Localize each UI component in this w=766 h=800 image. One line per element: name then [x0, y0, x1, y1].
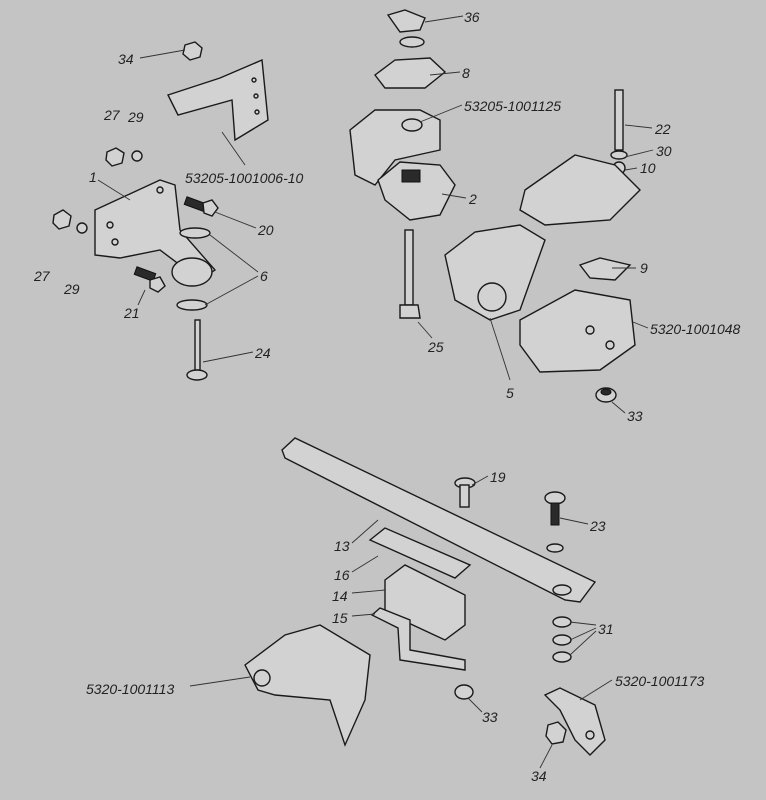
- clamp-5: [444, 224, 546, 321]
- bolt-24: [186, 319, 208, 381]
- label-34: 34: [118, 51, 134, 67]
- label-33: 33: [627, 408, 643, 424]
- cushion-2: [377, 161, 456, 221]
- label-34-lower: 34: [531, 768, 547, 784]
- label-5320-1001048: 5320-1001048: [650, 321, 741, 337]
- label-29: 29: [127, 109, 144, 125]
- label-1: 1: [89, 169, 97, 185]
- cap-8: [374, 57, 447, 89]
- label-31: 31: [598, 621, 614, 637]
- bolt-25: [399, 229, 421, 319]
- bracket-15: [370, 607, 466, 671]
- nut-33-upper: [595, 387, 617, 403]
- bracket-5320-1001173: [543, 687, 606, 756]
- label-21: 21: [123, 305, 140, 321]
- label-5320-1001113: 5320-1001113: [86, 681, 174, 697]
- shim-9: [578, 257, 632, 281]
- bolt-19: [454, 477, 476, 508]
- label-30: 30: [656, 143, 672, 159]
- label-29-lower: 29: [63, 281, 80, 297]
- label-23: 23: [589, 518, 606, 534]
- label-6: 6: [260, 268, 268, 284]
- label-5: 5: [506, 385, 514, 401]
- label-5320-1001173: 5320-1001173: [615, 673, 704, 689]
- label-10: 10: [640, 160, 656, 176]
- washers-31: [552, 584, 572, 663]
- bracket-53205-1001006-10: [167, 58, 269, 142]
- bolt-20: [183, 196, 219, 217]
- label-36: 36: [464, 9, 480, 25]
- label-20: 20: [257, 222, 274, 238]
- label-22: 22: [654, 121, 671, 137]
- label-27-lower: 27: [33, 268, 51, 284]
- label-13: 13: [334, 538, 350, 554]
- label-8: 8: [462, 65, 470, 81]
- nuts-27-29-upper: [105, 147, 143, 167]
- leader-lines: [97, 15, 654, 769]
- label-24: 24: [254, 345, 271, 361]
- crossmember-13: [281, 437, 597, 603]
- label-33-lower: 33: [482, 709, 498, 725]
- nut-34-lower: [545, 721, 567, 745]
- label-15: 15: [332, 610, 348, 626]
- bracket-5320-1001113: [244, 624, 371, 747]
- cap-10: [519, 154, 641, 226]
- label-53205-1001125: 53205-1001125: [464, 98, 561, 114]
- bolt-23: [544, 491, 566, 553]
- bolt-21: [133, 266, 166, 293]
- label-19: 19: [490, 469, 506, 485]
- label-9: 9: [640, 260, 648, 276]
- nut-33-lower: [454, 684, 474, 700]
- label-16: 16: [334, 567, 350, 583]
- mount-6: [171, 227, 213, 311]
- label-27: 27: [103, 107, 121, 123]
- nut-34-top: [182, 41, 203, 61]
- label-2: 2: [468, 191, 477, 207]
- label-53205-1001006-10: 53205-1001006-10: [185, 170, 304, 186]
- bracket-53205-1001125: [349, 109, 441, 186]
- label-25: 25: [427, 339, 444, 355]
- bracket-5320-1001048: [519, 289, 636, 373]
- label-14: 14: [332, 588, 348, 604]
- plate-16: [368, 527, 472, 579]
- nut-36: [386, 9, 426, 48]
- bolt-22: [610, 89, 628, 175]
- nuts-27-29-lower: [52, 209, 88, 234]
